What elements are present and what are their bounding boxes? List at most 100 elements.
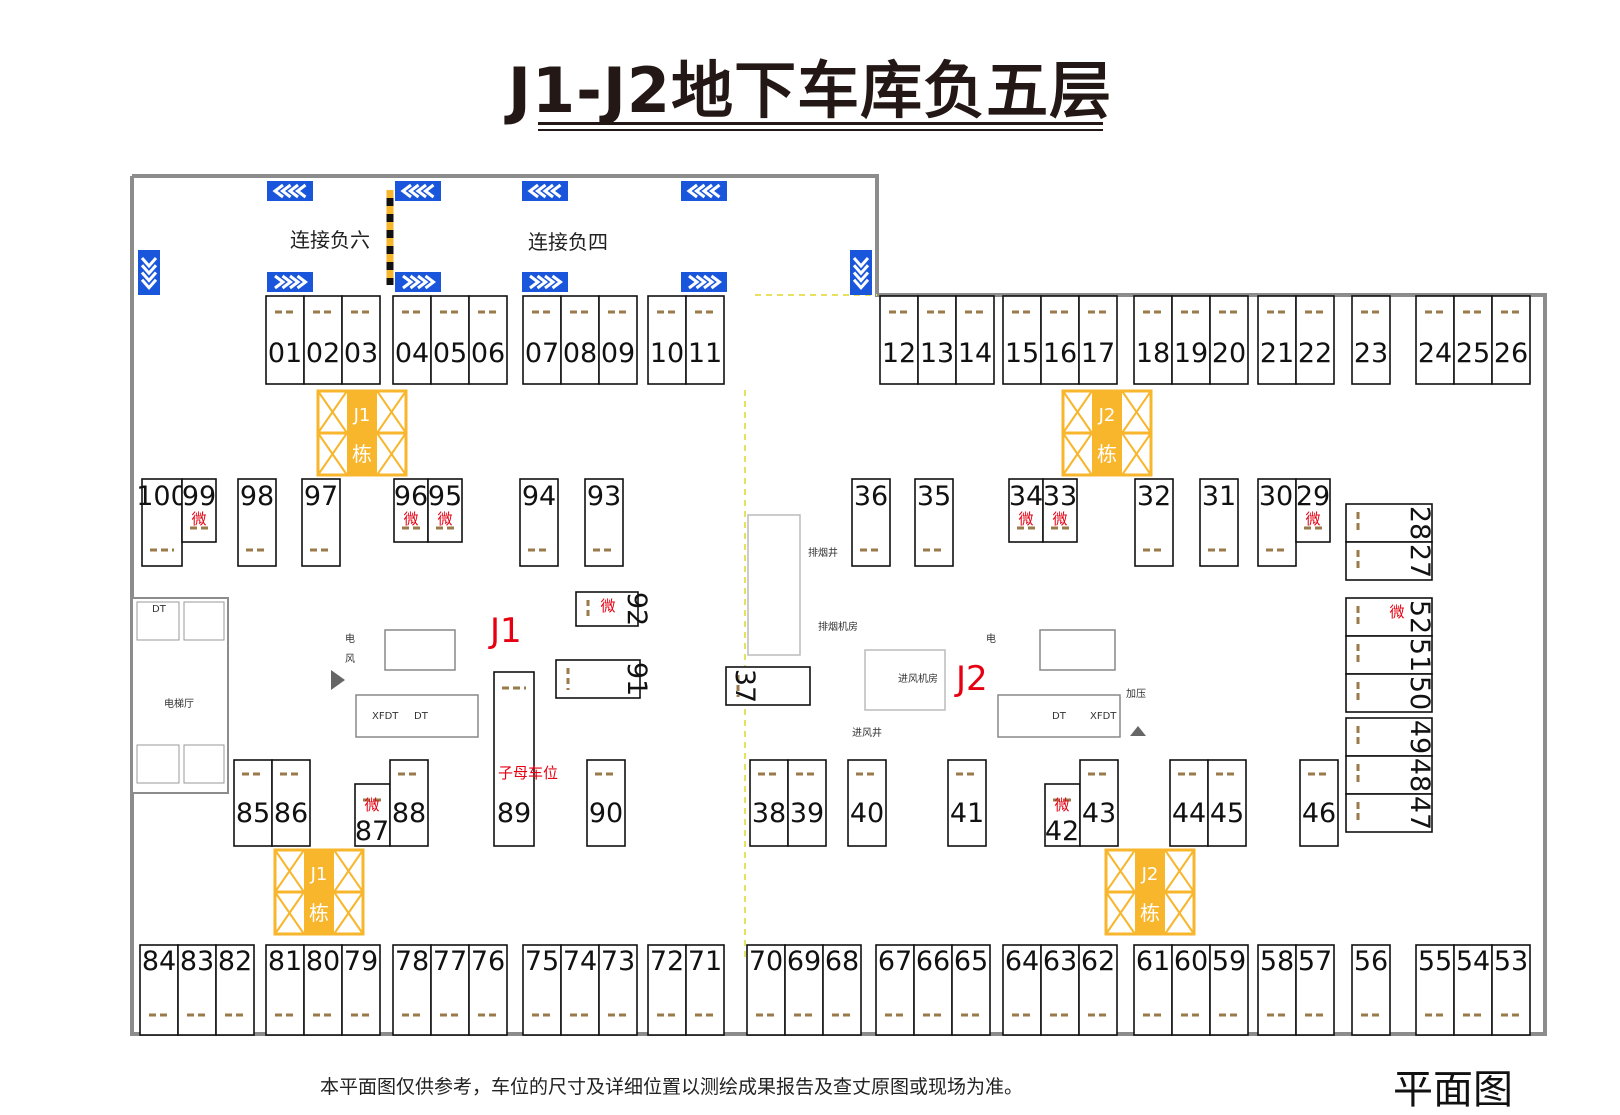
parking-slot-91: 91 [555,659,652,699]
parking-slot-24: 24 [1415,295,1455,385]
parking-slot-50: 50 [1345,673,1435,713]
stair-building-label: J1 [353,405,371,426]
slot-number: 04 [395,338,429,369]
slot-number: 02 [306,338,340,369]
slot-number: 83 [180,946,214,977]
slot-number: 46 [1302,798,1336,829]
micro-slot-tag: 微 [1305,510,1320,528]
ramp-arrow-sign [850,250,872,295]
parking-slot-82: 82 [215,944,255,1036]
slot-number: 80 [306,946,340,977]
slot-number: 27 [1404,544,1435,578]
slot-number: 70 [749,946,783,977]
stair-core-j2: J2栋 [1061,389,1153,477]
stair-core-j1: J1栋 [273,848,365,936]
parking-slot-34: 34 [1008,478,1044,543]
stair-dong-label: 栋 [309,901,329,925]
parking-slot-08: 08 [560,295,600,385]
elevator-hall-label: 电梯厅 [164,697,194,710]
parking-slot-75: 75 [522,944,562,1036]
slot-number: 71 [688,946,722,977]
slot-number: 99 [182,481,216,512]
parking-slot-77: 77 [430,944,470,1036]
slot-number: 30 [1259,481,1293,512]
slot-number: 76 [471,946,505,977]
parking-slot-05: 05 [430,295,470,385]
slot-number: 77 [433,946,467,977]
parking-slot-84: 84 [139,944,179,1036]
slot-number: 72 [650,946,684,977]
slot-number: 36 [854,481,888,512]
slot-number: 57 [1298,946,1332,977]
parking-slot-90: 90 [586,759,626,847]
parking-slot-06: 06 [468,295,508,385]
parking-slot-98: 98 [237,478,277,567]
zone-j1-label: J1 [488,611,522,651]
slot-number: 38 [752,798,786,829]
slot-number: 73 [601,946,635,977]
parking-slot-95: 95 [427,478,463,543]
parking-slot-14: 14 [955,295,995,385]
parking-slot-88: 88 [389,759,429,847]
parking-slot-80: 80 [303,944,343,1036]
pressurize-label: 加压 [1126,688,1146,700]
parking-slot-58: 58 [1257,944,1297,1036]
parking-slot-83: 83 [177,944,217,1036]
slot-number: 88 [392,798,426,829]
parking-slot-52: 52 [1345,597,1435,637]
parking-slot-04: 04 [392,295,432,385]
j2-direction-marker [1130,726,1146,736]
parking-slot-20: 20 [1209,295,1249,385]
parking-slot-74: 74 [560,944,600,1036]
page-title: J1-J2地下车库负五层 [507,54,1113,127]
footnote: 本平面图仅供参考，车位的尺寸及详细位置以测绘成果报告及查丈原图或现场为准。 [320,1076,1024,1098]
parking-slot-92: 92 [575,591,652,627]
outer-walls [130,174,1547,1036]
parking-slot-97: 97 [301,478,341,567]
micro-slot-tag: 微 [437,510,452,528]
slot-number: 05 [433,338,467,369]
slot-number: 84 [142,946,176,977]
slot-number: 91 [621,662,652,696]
j2-core [997,629,1121,738]
slot-number: 95 [428,481,462,512]
parking-slot-16: 16 [1040,295,1080,385]
connect-b6-label: 连接负六 [290,228,370,252]
parking-slot-73: 73 [598,944,638,1036]
parking-slot-26: 26 [1491,295,1531,385]
machine-rooms [747,514,946,711]
parking-slot-46: 46 [1299,759,1339,847]
micro-slot-tag: 微 [403,510,418,528]
slot-number: 69 [787,946,821,977]
slot-number: 55 [1418,946,1452,977]
j1-direction-marker [331,670,345,690]
slot-number: 25 [1456,338,1490,369]
ramp-arrow-sign [138,250,160,295]
slot-number: 100 [136,481,188,512]
slot-number: 29 [1296,481,1330,512]
parking-slot-63: 63 [1040,944,1080,1036]
stair-dong-label: 栋 [1097,442,1117,466]
slot-number: 11 [688,338,722,369]
title-underline [538,122,1103,125]
stair-core-j1: J1栋 [316,389,408,477]
slot-number: 03 [344,338,378,369]
parking-slot-32: 32 [1134,478,1174,567]
smoke-room-label: 排烟机房 [818,620,858,633]
parking-slot-65: 65 [951,944,991,1036]
slot-number: 24 [1418,338,1452,369]
parking-slot-42: 42 [1044,783,1081,847]
ramp-arrow-sign [522,272,568,292]
intake-shaft-label: 进风井 [852,726,882,739]
slot-number: 61 [1136,946,1170,977]
parking-slot-72: 72 [647,944,687,1036]
parking-slot-31: 31 [1199,478,1239,567]
parking-slot-11: 11 [685,295,725,385]
slot-number: 51 [1404,638,1435,672]
parking-slot-47: 47 [1345,793,1435,833]
parking-slot-15: 15 [1002,295,1042,385]
micro-slot-tag: 微 [364,796,379,814]
